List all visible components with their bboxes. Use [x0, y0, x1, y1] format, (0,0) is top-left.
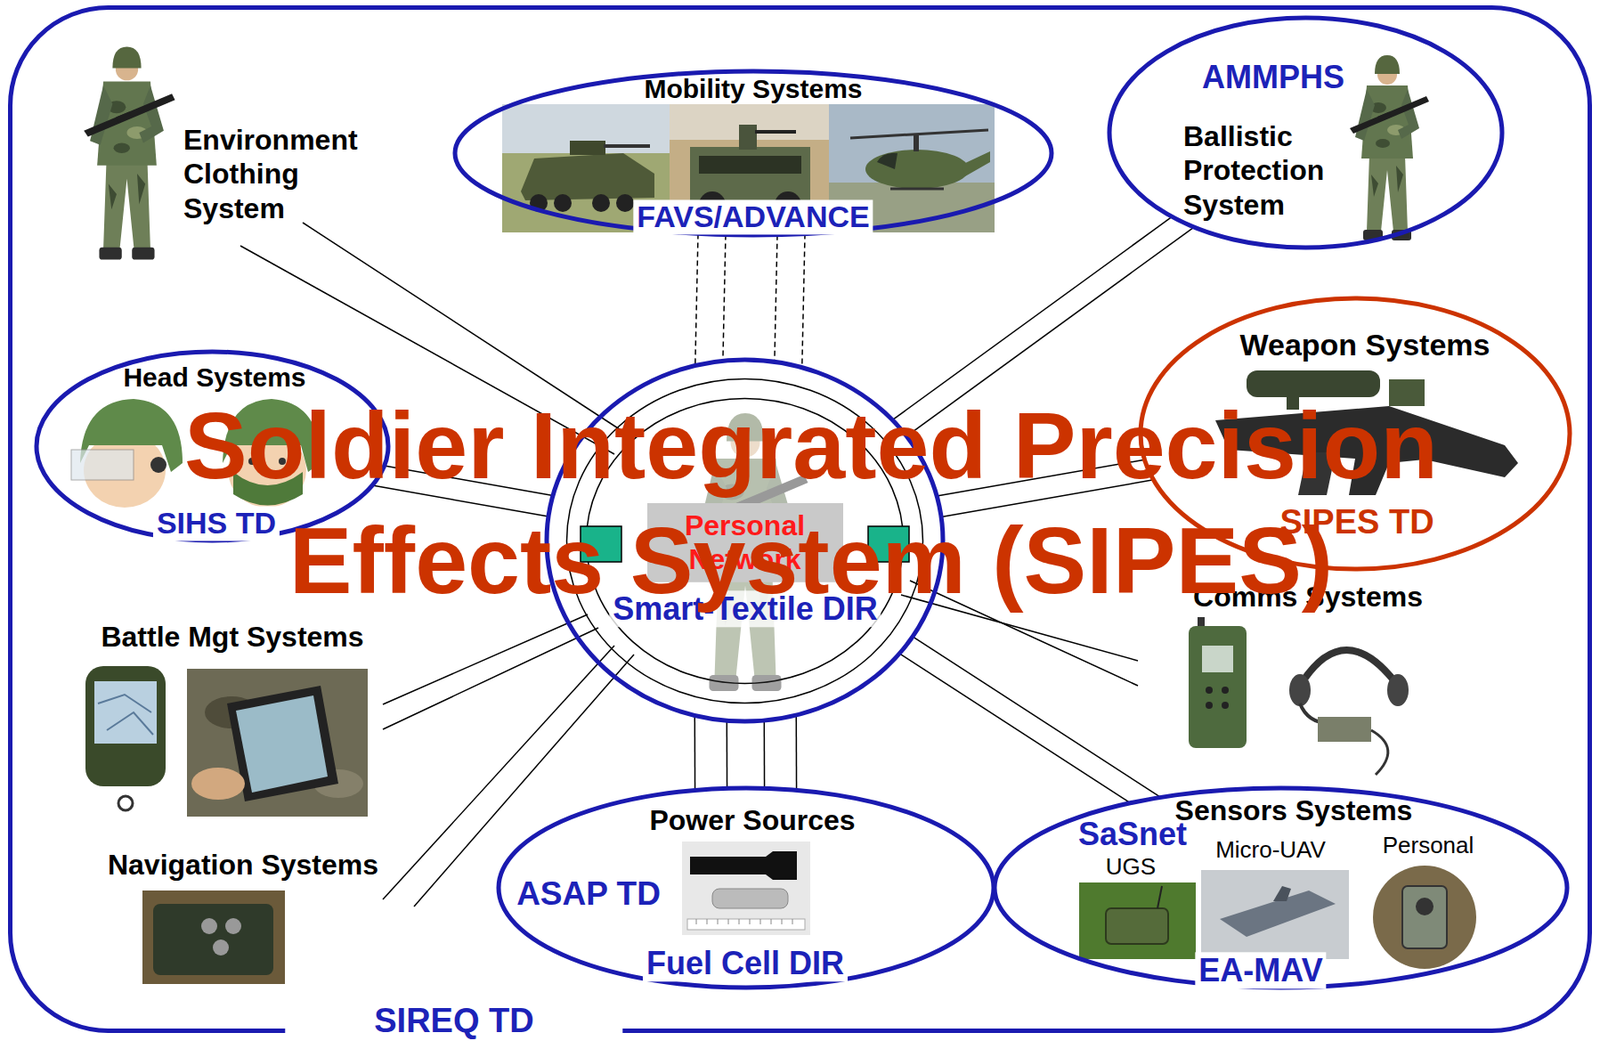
- program-label: ASAP TD: [512, 875, 665, 914]
- program-label: AMMPHS: [1198, 58, 1349, 96]
- connector-line: [899, 653, 1130, 804]
- ellipse-outline: [498, 787, 994, 988]
- box-fill: [647, 503, 844, 583]
- network-box: Personal Network: [647, 503, 844, 583]
- core-rings: [567, 379, 924, 704]
- system-ellipse: Weapon SystemsSIPES TD: [1137, 295, 1573, 572]
- connector: [695, 233, 805, 367]
- connector: [892, 216, 1194, 436]
- system-ellipse: Sensors SystemsSaSnetUGS Micro-UAV Persona…: [991, 785, 1570, 991]
- ellipse-outline: [1109, 17, 1503, 248]
- system-label: Navigation Systems: [104, 848, 382, 882]
- boundary-outline: [10, 8, 1591, 1032]
- group-title: Power Sources: [645, 804, 859, 837]
- connector-line: [906, 227, 1194, 437]
- connector-line: [726, 720, 729, 788]
- system-label: Battle Mgt Systems: [97, 620, 367, 654]
- program-label: SIPES TD: [1275, 503, 1438, 543]
- connector: [372, 465, 553, 517]
- program-label: EA-MAV: [1194, 951, 1326, 989]
- program-label: FAVS/ADVANCE: [633, 199, 873, 235]
- core-circle: Smart-Textile DIR Personal Network: [544, 357, 946, 724]
- rifle-picture: [1215, 370, 1519, 496]
- program-label: SIREQ TD: [284, 1003, 623, 1038]
- connector: [899, 636, 1161, 804]
- battle-management-pictures: [85, 665, 368, 817]
- connector-line: [774, 235, 778, 363]
- component-label: Micro-UAV: [1211, 836, 1330, 864]
- power-picture: [682, 841, 811, 935]
- soldier-figure: [83, 46, 1430, 260]
- group-title: Weapon Systems: [1236, 327, 1495, 363]
- system-ellipse: Head SystemsSIHS TD: [33, 349, 391, 544]
- ellipse-outline: [546, 359, 943, 722]
- connector-line: [912, 636, 1162, 798]
- connector-line: [802, 234, 805, 368]
- system-ellipse: Power SourcesASAP TD Fuel Cell DIR: [495, 785, 997, 991]
- connector-line: [892, 216, 1172, 420]
- group-title: Head Systems: [119, 362, 309, 394]
- program-label: Smart-Textile DIR: [609, 590, 881, 627]
- helmet-pictures: [71, 398, 321, 508]
- program-label: SIHS TD: [153, 505, 280, 541]
- radio-pictures: [1188, 617, 1409, 775]
- connector-line: [384, 465, 553, 496]
- connector-line: [795, 714, 798, 790]
- connector-line: [763, 720, 766, 788]
- connector-line: [941, 479, 1154, 518]
- connector-line: [722, 235, 726, 362]
- connector-line: [695, 233, 699, 366]
- system-label: Comms Systems: [1189, 580, 1427, 614]
- system-ellipse: AMMPHS Ballistic Protection System: [1106, 15, 1505, 251]
- system-label: Environment Clothing System: [179, 122, 383, 226]
- group-title: Mobility Systems: [640, 73, 866, 106]
- connector-line: [936, 459, 1145, 496]
- program-label: Fuel Cell DIR: [642, 944, 848, 982]
- connector-line: [372, 485, 549, 517]
- connector: [694, 714, 796, 790]
- navigation-picture: [142, 890, 285, 984]
- component-label: Personal: [1379, 832, 1479, 860]
- network-label: Personal Network: [652, 508, 838, 577]
- connector-line: [694, 714, 697, 790]
- node-outline: [1106, 15, 1505, 251]
- connector: [936, 459, 1154, 517]
- ellipse-outline: [1140, 298, 1570, 569]
- system-ellipse: Mobility SystemsFAVS/ADVANCE: [452, 68, 1055, 238]
- program-label: SaSnet: [1074, 815, 1191, 853]
- leader-lines: [240, 222, 1138, 907]
- ellipse-outline: [36, 351, 389, 541]
- ellipse-outline: [454, 71, 1052, 236]
- group-title: Ballistic Protection System: [1179, 119, 1365, 222]
- component-label: UGS: [1102, 853, 1160, 881]
- group-title: Sensors Systems: [1171, 794, 1417, 828]
